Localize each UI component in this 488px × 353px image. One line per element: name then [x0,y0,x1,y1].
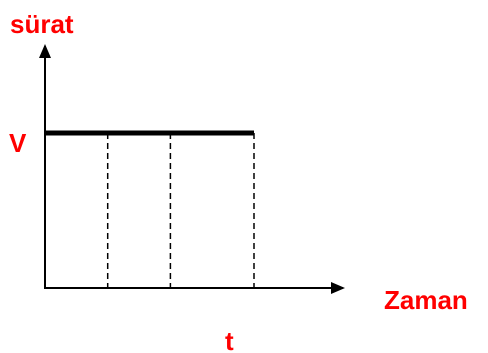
y-tick-label: V [9,128,27,158]
y-axis-label: sürat [10,9,74,39]
reference-lines [106,133,255,288]
x-axis-label: Zaman [384,285,468,315]
x-tick-label: t [225,326,234,353]
